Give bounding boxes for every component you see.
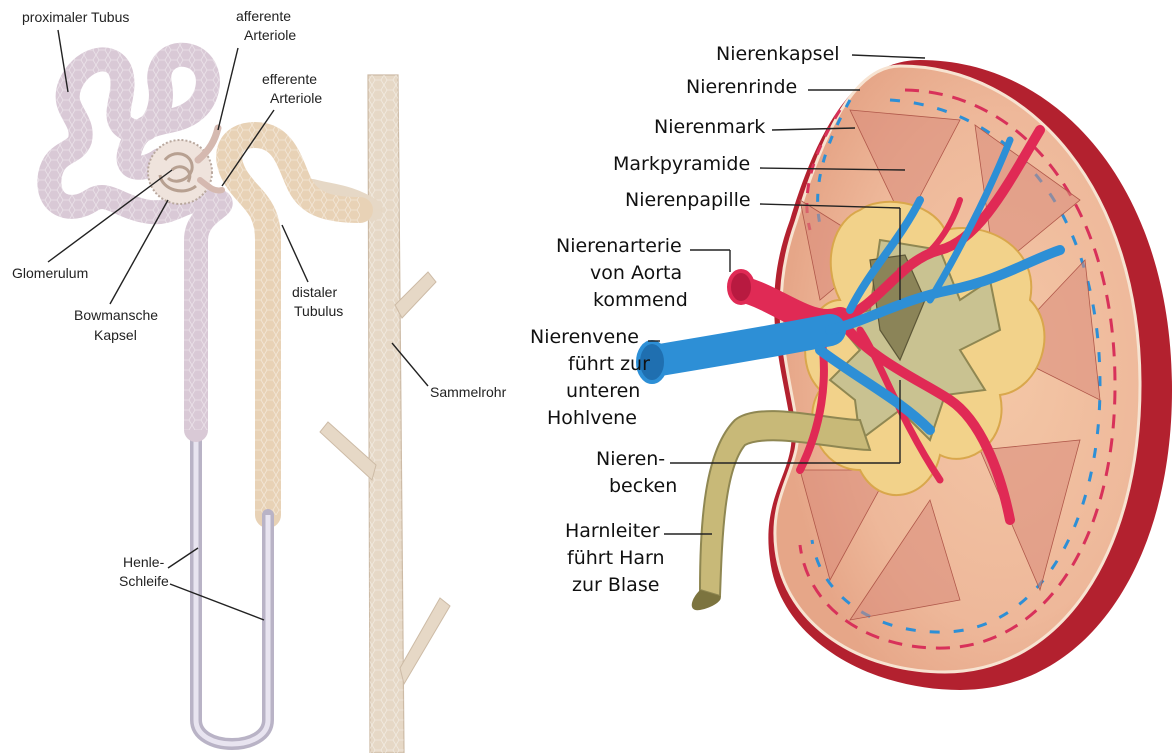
label-pelvis-1: Nieren- bbox=[596, 448, 665, 470]
label-artery-1: Nierenarterie bbox=[556, 235, 682, 257]
label-ureter-2: führt Harn bbox=[567, 547, 665, 569]
label-afferent-1: afferente bbox=[236, 8, 291, 24]
renal-artery-opening bbox=[729, 271, 753, 303]
label-collecting-duct: Sammelrohr bbox=[430, 384, 507, 400]
label-bowman-1: Bowmansche bbox=[74, 307, 158, 323]
afferent-arteriole bbox=[198, 128, 218, 160]
label-ureter-1: Harnleiter bbox=[565, 520, 660, 542]
label-papilla: Nierenpapille bbox=[625, 189, 751, 211]
nephron-diagram: proximaler Tubus afferente Arteriole eff… bbox=[12, 8, 507, 753]
label-bowman-2: Kapsel bbox=[94, 327, 137, 343]
label-distal-2: Tubulus bbox=[294, 303, 343, 319]
label-capsule: Nierenkapsel bbox=[716, 43, 840, 65]
label-vein-1: Nierenvene bbox=[530, 326, 639, 348]
label-proximal-tubule: proximaler Tubus bbox=[22, 9, 129, 25]
label-medulla: Nierenmark bbox=[654, 116, 765, 138]
label-distal-1: distaler bbox=[292, 284, 337, 300]
label-artery-3: kommend bbox=[593, 289, 688, 311]
label-artery-2: von Aorta bbox=[590, 262, 682, 284]
collecting-duct bbox=[312, 75, 450, 753]
label-glomerulum: Glomerulum bbox=[12, 265, 88, 281]
label-vein-3: unteren bbox=[566, 380, 640, 402]
label-henle-2: Schleife bbox=[119, 573, 169, 589]
label-vein-4: Hohlvene bbox=[547, 407, 637, 429]
kidney-cross-section: Nierenkapsel Nierenrinde Nierenmark Mark… bbox=[530, 43, 1172, 690]
label-cortex: Nierenrinde bbox=[686, 76, 797, 98]
bowman-capsule bbox=[148, 140, 212, 204]
label-pyramid: Markpyramide bbox=[613, 153, 750, 175]
label-efferent-1: efferente bbox=[262, 71, 317, 87]
label-henle-1: Henle- bbox=[123, 554, 165, 570]
label-ureter-3: zur Blase bbox=[572, 574, 659, 596]
label-pelvis-2: becken bbox=[609, 475, 677, 497]
label-afferent-2: Arteriole bbox=[244, 27, 296, 43]
label-efferent-2: Arteriole bbox=[270, 90, 322, 106]
label-vein-2: führt zur bbox=[568, 353, 650, 375]
